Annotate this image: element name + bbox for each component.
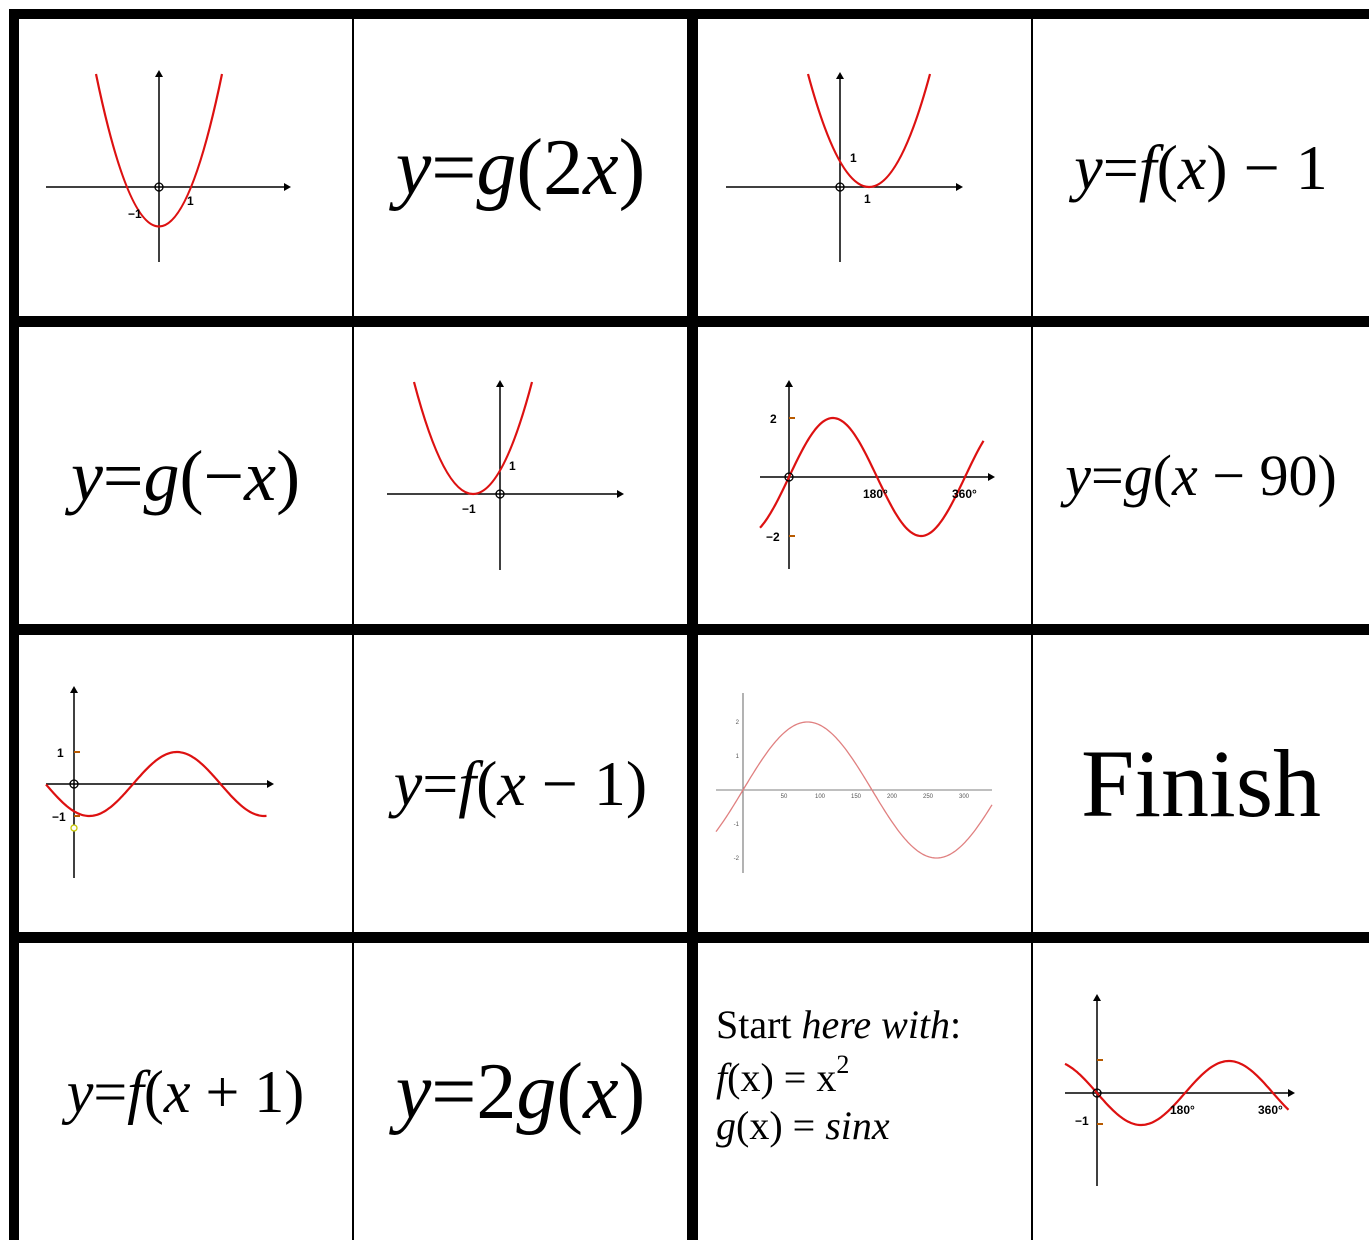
origin-point <box>495 489 505 499</box>
card-graph-sine-1[interactable]: 2 180° 360° −2 <box>698 327 1031 624</box>
equation-text: y=f(x) − 1 <box>1074 131 1328 203</box>
tick-label: 100 <box>815 794 826 800</box>
sine-graph: 2 180° 360° −2 <box>759 380 995 569</box>
card-start[interactable]: Start here with: f(x) = x2 g(x) = sinx <box>698 943 1031 1240</box>
equation-text: y=g(x − 90) <box>1065 442 1337 508</box>
parabola-graph: 1 1 <box>726 72 963 262</box>
card-equation[interactable]: y=g(−x) <box>19 327 352 624</box>
card-graph-parabola-3[interactable]: 1 −1 <box>354 327 687 624</box>
tick-label: -1 <box>734 822 740 828</box>
card-graph-parabola-1[interactable]: −1 1 <box>19 19 352 316</box>
x-axis-arrow-icon <box>267 780 274 788</box>
g-definition: g(x) = sinx <box>716 1103 890 1148</box>
tick-label: 1 <box>509 459 516 473</box>
origin-point <box>154 182 164 192</box>
tick-label: 180° <box>1170 1103 1195 1117</box>
equation-text: y=2g(x) <box>395 1047 646 1136</box>
tick-label: 200 <box>887 794 898 800</box>
card-equation[interactable]: y=f(x + 1) <box>19 943 352 1240</box>
start-line: Start here with: <box>716 1002 962 1047</box>
card-equation[interactable]: y=f(x) − 1 <box>1033 19 1369 316</box>
sine-curve <box>715 721 993 859</box>
x-axis-arrow-icon <box>1288 1089 1295 1097</box>
sine-curve <box>759 416 985 538</box>
equation-text: y=g(2x) <box>395 123 646 212</box>
origin-point <box>835 182 845 192</box>
y-axis-arrow-icon <box>496 380 504 387</box>
tick-label: 360° <box>952 487 977 501</box>
sine-curve <box>45 750 267 818</box>
origin-point <box>1092 1088 1102 1098</box>
origin-point <box>784 472 794 482</box>
tick-label: 1 <box>187 194 194 208</box>
parabola-curve <box>412 381 534 495</box>
tick-label: -2 <box>734 856 740 862</box>
x-axis-arrow-icon <box>284 183 291 191</box>
tick-label: 2 <box>770 412 777 426</box>
card-equation[interactable]: y=g(2x) <box>354 19 687 316</box>
tick-label: 150 <box>851 794 862 800</box>
equation-text: y=f(x − 1) <box>393 747 648 819</box>
card-equation[interactable]: y=2g(x) <box>354 943 687 1240</box>
grid-row-divider <box>9 624 1369 635</box>
tick-label: 180° <box>863 487 888 501</box>
origin-point <box>69 779 79 789</box>
y-axis-arrow-icon <box>836 72 844 79</box>
sine-graph: 1 −1 <box>45 686 274 878</box>
tick-label: −1 <box>1075 1114 1089 1128</box>
finish-label: Finish <box>1080 730 1322 837</box>
tick-label: −1 <box>128 207 142 221</box>
x-axis-arrow-icon <box>617 490 624 498</box>
card-graph-sine-plot[interactable]: 2 1 -1 -2 50 100 150 200 250 300 <box>698 635 1031 932</box>
sine-graph: −1 180° 360° <box>1064 994 1295 1186</box>
parabola-curve <box>94 73 224 228</box>
parabola-curve <box>806 73 932 188</box>
tick-label: −1 <box>52 810 66 824</box>
parabola-graph: −1 1 <box>46 70 291 262</box>
tick-label: 50 <box>781 794 788 800</box>
x-axis-arrow-icon <box>988 473 995 481</box>
tick-label: 1 <box>850 151 857 165</box>
card-graph-parabola-2[interactable]: 1 1 <box>698 19 1031 316</box>
parabola-graph: 1 −1 <box>387 380 624 570</box>
tick-label: 1 <box>57 746 64 760</box>
card-equation[interactable]: y=f(x − 1) <box>354 635 687 932</box>
tick-label: 1 <box>736 754 740 760</box>
y-axis-arrow-icon <box>70 686 78 693</box>
x-axis-arrow-icon <box>956 183 963 191</box>
tick-label: −2 <box>766 530 780 544</box>
y-axis-arrow-icon <box>155 70 163 77</box>
grid-row-divider <box>9 932 1369 943</box>
tick-label: 2 <box>736 720 740 726</box>
equation-text: y=g(−x) <box>70 435 301 516</box>
tick-label: 360° <box>1258 1103 1283 1117</box>
tick-label: 250 <box>923 794 934 800</box>
y-axis-arrow-icon <box>1093 994 1101 1001</box>
card-finish[interactable]: Finish <box>1033 635 1369 932</box>
y-axis-arrow-icon <box>785 380 793 387</box>
equation-text: y=f(x + 1) <box>66 1058 305 1125</box>
tick-label: 1 <box>864 192 871 206</box>
sine-plot: 2 1 -1 -2 50 100 150 200 250 300 <box>715 693 993 873</box>
start-instructions: Start here with: f(x) = x2 g(x) = sinx <box>716 1001 961 1150</box>
card-graph-cosine-shift[interactable]: 1 −1 <box>19 635 352 932</box>
f-definition: f(x) = x2 <box>716 1050 850 1100</box>
card-graph-sine-2[interactable]: −1 180° 360° <box>1033 943 1369 1240</box>
tick-label: −1 <box>462 502 476 516</box>
grid-row-divider <box>9 316 1369 327</box>
card-equation[interactable]: y=g(x − 90) <box>1033 327 1369 624</box>
sine-curve <box>1064 1059 1290 1127</box>
point-marker <box>70 824 78 832</box>
tick-label: 300 <box>959 794 970 800</box>
